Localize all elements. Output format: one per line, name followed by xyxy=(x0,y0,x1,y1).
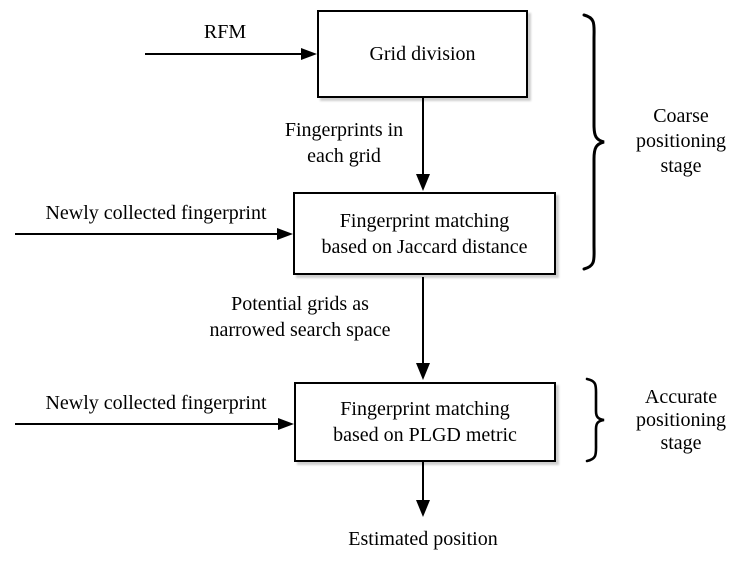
newly-collected-top-label: Newly collected fingerprint xyxy=(45,202,267,224)
rfm-label: RFM xyxy=(203,21,247,43)
rfm-arrow-line xyxy=(145,53,305,55)
newly-collected-top-arrow-line xyxy=(15,233,279,235)
arrow-grid-to-jaccard-head-icon xyxy=(416,174,430,191)
jaccard-matching-line2: based on Jaccard distance xyxy=(321,235,528,258)
newly-collected-bottom-arrow-line xyxy=(15,423,280,425)
arrow-jaccard-to-plgd-head-icon xyxy=(416,363,430,380)
plgd-matching-box: Fingerprint matching based on PLGD metri… xyxy=(294,382,556,462)
arrow-plgd-to-output-head-icon xyxy=(416,500,430,517)
plgd-matching-line1: Fingerprint matching xyxy=(340,398,510,420)
arrow-jaccard-to-plgd-line xyxy=(422,277,424,365)
rfm-arrowhead-icon xyxy=(301,48,317,60)
arrow-grid-to-jaccard-line xyxy=(422,98,424,176)
grid-division-box: Grid division xyxy=(317,10,528,98)
newly-collected-bottom-arrowhead-icon xyxy=(278,418,294,430)
jaccard-matching-box: Fingerprint matching based on Jaccard di… xyxy=(293,192,556,275)
coarse-stage-label: Coarse positioning stage xyxy=(635,105,726,177)
arrow-plgd-to-output-line xyxy=(422,462,424,502)
jaccard-matching-line1: Fingerprint matching xyxy=(339,209,510,232)
plgd-matching-line2: based on PLGD metric xyxy=(333,424,517,446)
newly-collected-top-arrowhead-icon xyxy=(277,228,293,240)
grid-division-label: Grid division xyxy=(369,43,476,65)
coarse-stage-brace-icon xyxy=(582,13,605,271)
estimated-position-label: Estimated position xyxy=(348,528,498,550)
fingerprints-each-grid-label: Fingerprints in each grid xyxy=(284,119,404,167)
potential-grids-label: Potential grids as narrowed search space xyxy=(209,293,391,341)
newly-collected-bottom-label: Newly collected fingerprint xyxy=(45,392,267,414)
accurate-stage-brace-icon xyxy=(585,377,605,463)
accurate-stage-label: Accurate positioning stage xyxy=(635,386,726,454)
